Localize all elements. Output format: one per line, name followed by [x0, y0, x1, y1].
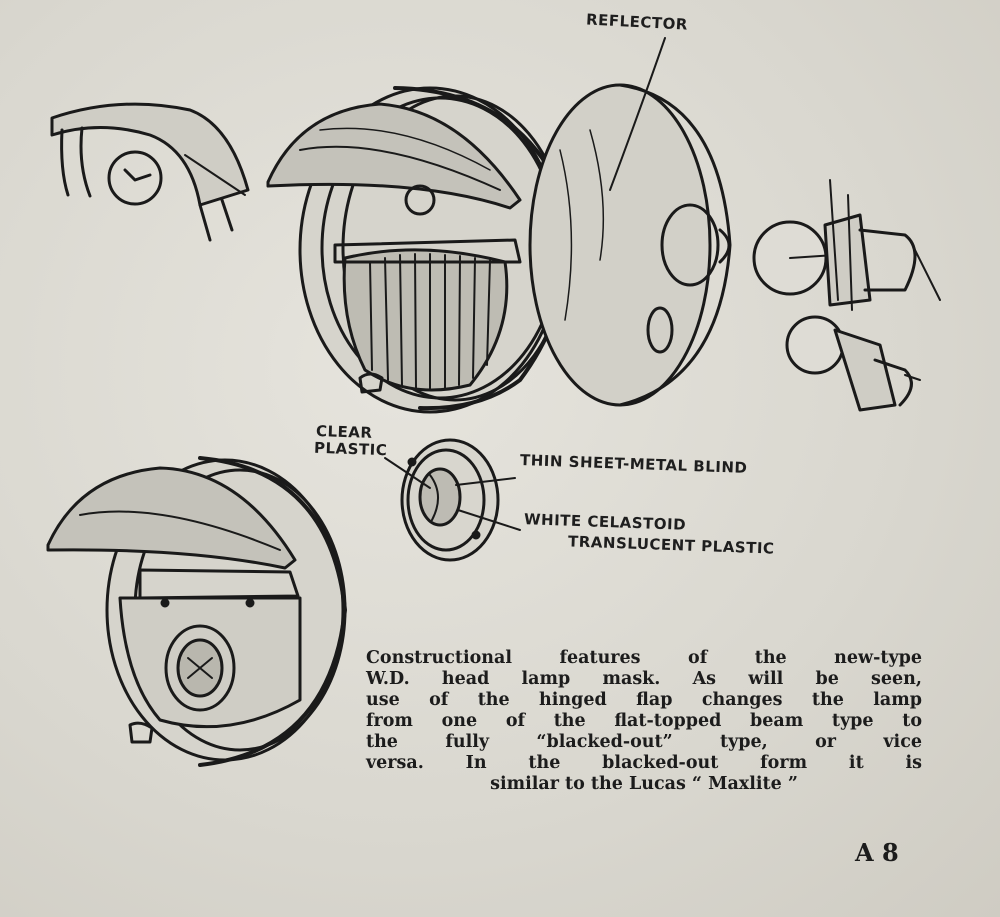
caption-line: W.D. head lamp mask. As will be seen,	[366, 669, 922, 689]
caption-line: the fully “blacked-out” type, or vice	[366, 732, 922, 752]
lamp-blacked-out-drawing	[46, 456, 347, 767]
caption-line: from one of the flat-topped beam type to	[366, 711, 922, 731]
cowl-fragment-drawing	[50, 102, 250, 242]
caption-line: use of the hinged flap changes the lamp	[366, 690, 922, 710]
page-number: A 8	[855, 838, 899, 867]
caption-line: versa. In the blacked-out form it is	[366, 753, 922, 773]
bulbs-and-holder-drawing	[752, 179, 941, 412]
insert-disc-drawing	[384, 438, 521, 562]
label-clear-plastic-line2: PLASTIC	[313, 438, 388, 460]
figure-caption: Constructional features of the new-type …	[366, 648, 922, 795]
reflector-drawing	[528, 37, 732, 407]
caption-line: Constructional features of the new-type	[366, 648, 922, 668]
lamp-front-assembly-drawing	[266, 86, 570, 414]
caption-line: similar to the Lucas “ Maxlite ”	[490, 774, 798, 794]
